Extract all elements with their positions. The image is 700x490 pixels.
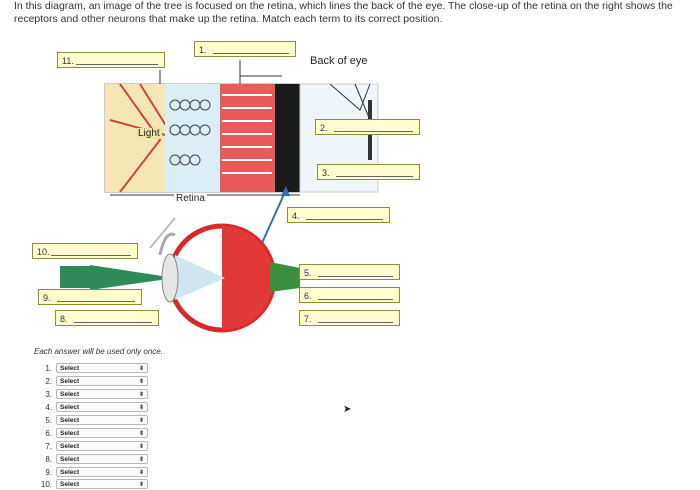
question-number: 4. — [45, 403, 52, 412]
answer-select-4[interactable]: Select ⬍ — [56, 402, 148, 412]
label-box-8[interactable]: 8. — [55, 310, 159, 326]
intro-text: In this diagram, an image of the tree is… — [14, 0, 673, 25]
updown-arrow-icon: ⬍ — [138, 366, 144, 372]
lens — [161, 253, 179, 303]
updown-arrow-icon: ⬍ — [138, 470, 144, 476]
question-number: 5. — [45, 416, 52, 425]
question-number: 1. — [45, 364, 52, 373]
light-label: Light — [136, 128, 162, 139]
updown-arrow-icon: ⬍ — [138, 392, 144, 398]
updown-arrow-icon: ⬍ — [138, 482, 144, 488]
label-box-10-number: 10. — [37, 247, 50, 257]
pigment-layer — [275, 84, 300, 192]
back-of-eye-label: Back of eye — [310, 55, 368, 67]
label-box-2[interactable]: 2. — [315, 119, 420, 135]
question-number: 10. — [40, 480, 52, 489]
label-box-2-number: 2. — [320, 123, 328, 133]
question-number: 8. — [45, 455, 52, 464]
answer-select-10[interactable]: Select ⬍ — [56, 479, 148, 489]
label-box-10[interactable]: 10. — [32, 243, 138, 259]
updown-arrow-icon: ⬍ — [138, 405, 144, 411]
select-value: Select — [60, 469, 80, 476]
answer-select-3[interactable]: Select ⬍ — [56, 389, 148, 399]
label-box-11[interactable]: 11. — [57, 52, 165, 68]
updown-arrow-icon: ⬍ — [138, 457, 144, 463]
answer-select-8[interactable]: Select ⬍ — [56, 454, 148, 464]
answer-select-5[interactable]: Select ⬍ — [56, 415, 148, 425]
label-box-8-number: 8. — [60, 314, 68, 324]
select-value: Select — [60, 404, 80, 411]
label-box-11-number: 11. — [62, 56, 74, 66]
label-box-5[interactable]: 5. — [299, 264, 400, 280]
label-box-4-number: 4. — [292, 211, 300, 221]
answer-select-2[interactable]: Select ⬍ — [56, 376, 148, 386]
select-value: Select — [60, 365, 80, 372]
tree — [60, 266, 90, 288]
label-box-7[interactable]: 7. — [299, 310, 400, 326]
label-box-9[interactable]: 9. — [38, 289, 142, 305]
updown-arrow-icon: ⬍ — [138, 379, 144, 385]
retina-label: Retina — [174, 193, 207, 204]
label-box-1-number: 1. — [199, 45, 207, 55]
label-box-5-number: 5. — [304, 268, 312, 278]
select-value: Select — [60, 456, 80, 463]
receptor-layer — [220, 84, 275, 192]
label-box-3-number: 3. — [322, 168, 330, 178]
label-box-6[interactable]: 6. — [299, 287, 400, 303]
question-number: 3. — [45, 390, 52, 399]
answer-select-6[interactable]: Select ⬍ — [56, 428, 148, 438]
label-box-7-number: 7. — [304, 314, 312, 324]
question-number: 9. — [45, 468, 52, 477]
select-value: Select — [60, 378, 80, 385]
instruction-note: Each answer will be used only once. — [34, 347, 163, 356]
question-number: 6. — [45, 429, 52, 438]
select-value: Select — [60, 430, 80, 437]
answer-select-9[interactable]: Select ⬍ — [56, 467, 148, 477]
label-box-4[interactable]: 4. — [287, 207, 390, 223]
mouse-cursor-icon: ➤ — [343, 404, 352, 415]
updown-arrow-icon: ⬍ — [138, 418, 144, 424]
select-value: Select — [60, 391, 80, 398]
select-value: Select — [60, 481, 80, 488]
updown-arrow-icon: ⬍ — [138, 444, 144, 450]
label-box-1[interactable]: 1. — [194, 41, 296, 57]
answer-select-7[interactable]: Select ⬍ — [56, 441, 148, 451]
select-value: Select — [60, 417, 80, 424]
question-number: 2. — [45, 377, 52, 386]
label-box-6-number: 6. — [304, 291, 312, 301]
label-box-9-number: 9. — [43, 293, 51, 303]
updown-arrow-icon: ⬍ — [138, 431, 144, 437]
select-value: Select — [60, 443, 80, 450]
label-box-3[interactable]: 3. — [317, 164, 420, 180]
question-number: 7. — [45, 442, 52, 451]
answer-select-1[interactable]: Select ⬍ — [56, 363, 148, 373]
